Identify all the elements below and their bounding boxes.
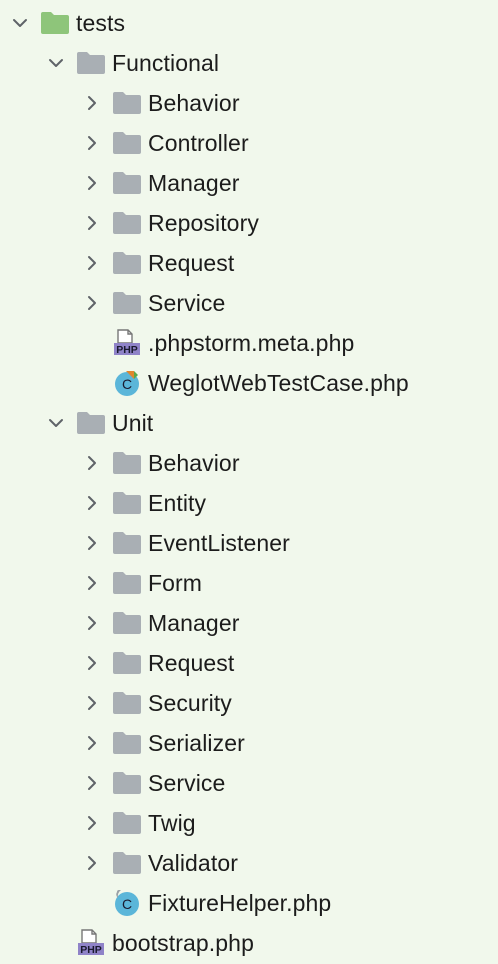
- folder-icon: [112, 570, 142, 596]
- tree-folder-repository[interactable]: Repository: [0, 203, 498, 243]
- chevron-right-icon[interactable]: [82, 773, 102, 793]
- tree-file-weglotwebtestcase-php[interactable]: C WeglotWebTestCase.php: [0, 363, 498, 403]
- tree-item-label: .phpstorm.meta.php: [148, 329, 355, 356]
- tree-item-label: tests: [76, 9, 126, 36]
- folder-icon: [112, 530, 142, 556]
- tree-item-label: Request: [148, 249, 235, 276]
- chevron-right-icon[interactable]: [82, 293, 102, 313]
- tree-item-label: Service: [148, 769, 226, 796]
- tree-folder-service[interactable]: Service: [0, 283, 498, 323]
- chevron-right-icon[interactable]: [82, 493, 102, 513]
- tree-folder-request[interactable]: Request: [0, 243, 498, 283]
- tree-item-label: Request: [148, 649, 235, 676]
- tree-item-label: Service: [148, 289, 226, 316]
- tree-item-label: Behavior: [148, 89, 240, 116]
- tree-item-label: Twig: [148, 809, 196, 836]
- php-class-icon: C: [112, 890, 142, 916]
- tree-item-label: Security: [148, 689, 232, 716]
- chevron-down-icon[interactable]: [46, 53, 66, 73]
- folder-icon: [112, 250, 142, 276]
- tree-item-label: Controller: [148, 129, 249, 156]
- chevron-right-icon[interactable]: [82, 853, 102, 873]
- chevron-down-icon[interactable]: [46, 413, 66, 433]
- tree-item-label: Manager: [148, 609, 240, 636]
- tree-item-label: Form: [148, 569, 203, 596]
- tree-file-bootstrap-php[interactable]: PHP bootstrap.php: [0, 923, 498, 963]
- svg-text:PHP: PHP: [116, 344, 138, 356]
- folder-icon: [112, 490, 142, 516]
- tree-item-label: bootstrap.php: [112, 929, 254, 956]
- tree-item-label: Serializer: [148, 729, 245, 756]
- chevron-right-icon[interactable]: [82, 573, 102, 593]
- source-folder-icon: [40, 10, 70, 36]
- chevron-right-icon[interactable]: [82, 453, 102, 473]
- tree-item-label: WeglotWebTestCase.php: [148, 369, 409, 396]
- chevron-right-icon[interactable]: [82, 253, 102, 273]
- folder-icon: [112, 690, 142, 716]
- folder-icon: [112, 770, 142, 796]
- folder-icon: [76, 410, 106, 436]
- folder-icon: [112, 730, 142, 756]
- tree-folder-behavior[interactable]: Behavior: [0, 443, 498, 483]
- tree-folder-manager[interactable]: Manager: [0, 163, 498, 203]
- tree-item-label: Behavior: [148, 449, 240, 476]
- tree-folder-behavior[interactable]: Behavior: [0, 83, 498, 123]
- folder-icon: [112, 290, 142, 316]
- folder-icon: [112, 450, 142, 476]
- chevron-right-icon[interactable]: [82, 93, 102, 113]
- chevron-right-icon[interactable]: [82, 533, 102, 553]
- tree-item-label: Unit: [112, 409, 154, 436]
- tree-folder-eventlistener[interactable]: EventListener: [0, 523, 498, 563]
- tree-folder-tests[interactable]: tests: [0, 3, 498, 43]
- folder-icon: [76, 50, 106, 76]
- php-file-icon: PHP: [112, 329, 142, 356]
- tree-file-fixturehelper-php[interactable]: C FixtureHelper.php: [0, 883, 498, 923]
- tree-folder-validator[interactable]: Validator: [0, 843, 498, 883]
- tree-item-label: Validator: [148, 849, 238, 876]
- tree-folder-serializer[interactable]: Serializer: [0, 723, 498, 763]
- tree-item-label: EventListener: [148, 529, 290, 556]
- tree-item-label: Entity: [148, 489, 207, 516]
- tree-file--phpstorm-meta-php[interactable]: PHP .phpstorm.meta.php: [0, 323, 498, 363]
- tree-folder-manager[interactable]: Manager: [0, 603, 498, 643]
- chevron-right-icon[interactable]: [82, 613, 102, 633]
- tree-item-label: Functional: [112, 49, 220, 76]
- php-file-icon: PHP: [76, 929, 106, 956]
- folder-icon: [112, 170, 142, 196]
- folder-icon: [112, 90, 142, 116]
- chevron-right-icon[interactable]: [82, 653, 102, 673]
- svg-text:C: C: [122, 896, 132, 912]
- folder-icon: [112, 210, 142, 236]
- php-abstract-class-icon: C: [112, 370, 142, 396]
- tree-item-label: Manager: [148, 169, 240, 196]
- tree-item-label: Repository: [148, 209, 259, 236]
- tree-folder-controller[interactable]: Controller: [0, 123, 498, 163]
- chevron-right-icon[interactable]: [82, 133, 102, 153]
- tree-folder-entity[interactable]: Entity: [0, 483, 498, 523]
- chevron-right-icon[interactable]: [82, 733, 102, 753]
- tree-folder-security[interactable]: Security: [0, 683, 498, 723]
- tree-folder-form[interactable]: Form: [0, 563, 498, 603]
- svg-text:C: C: [122, 376, 132, 392]
- folder-icon: [112, 810, 142, 836]
- tree-folder-request[interactable]: Request: [0, 643, 498, 683]
- chevron-right-icon[interactable]: [82, 173, 102, 193]
- folder-icon: [112, 130, 142, 156]
- folder-icon: [112, 610, 142, 636]
- tree-folder-functional[interactable]: Functional: [0, 43, 498, 83]
- tree-folder-twig[interactable]: Twig: [0, 803, 498, 843]
- folder-icon: [112, 850, 142, 876]
- tree-folder-unit[interactable]: Unit: [0, 403, 498, 443]
- svg-text:PHP: PHP: [80, 944, 102, 956]
- folder-icon: [112, 650, 142, 676]
- tree-item-label: FixtureHelper.php: [148, 889, 332, 916]
- tree-folder-service[interactable]: Service: [0, 763, 498, 803]
- chevron-down-icon[interactable]: [10, 13, 30, 33]
- chevron-right-icon[interactable]: [82, 813, 102, 833]
- chevron-right-icon[interactable]: [82, 693, 102, 713]
- chevron-right-icon[interactable]: [82, 213, 102, 233]
